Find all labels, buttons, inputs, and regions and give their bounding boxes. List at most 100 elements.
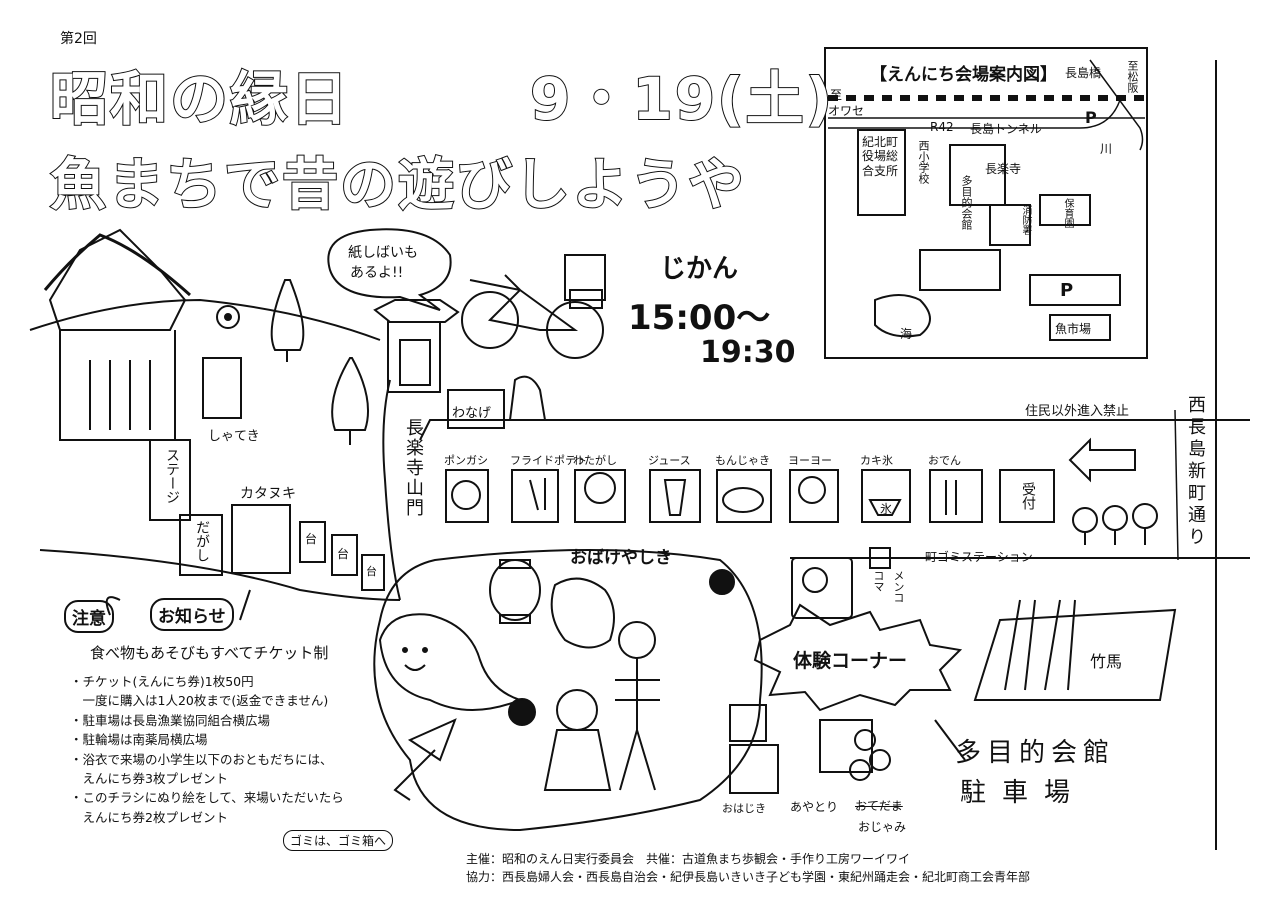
stall-label: もんじゃき bbox=[715, 454, 770, 467]
ghost-icon bbox=[550, 577, 615, 649]
stall-label: ジュース bbox=[648, 454, 691, 467]
lantern-icon bbox=[489, 559, 541, 624]
inset-map-frame bbox=[824, 47, 1148, 359]
ohajiki-label: おはじき bbox=[722, 802, 766, 815]
inset-label-bridge: 長島橋 bbox=[1065, 66, 1102, 80]
notice-tag-caution: 注意 bbox=[64, 600, 114, 633]
hall-line1: 多目的会館 bbox=[955, 738, 1116, 768]
gomi-station-label: 町ゴミステーション bbox=[925, 550, 1033, 564]
spider-icon bbox=[508, 698, 536, 726]
stall-row-drawing bbox=[445, 469, 1055, 523]
notice-item: ・駐輪場は南薬局横広場 bbox=[70, 732, 208, 748]
haunted-house-outline bbox=[373, 549, 763, 832]
stall-yoyo: ヨーヨー bbox=[788, 452, 832, 468]
stall-label: わたがし bbox=[573, 454, 617, 467]
time-end: 19:30 bbox=[700, 335, 796, 370]
koma-label: コマ bbox=[872, 570, 885, 592]
stall-oden: おでん bbox=[928, 452, 961, 468]
speech-bubble-shape bbox=[327, 228, 452, 311]
stall-label: カキ氷 bbox=[860, 454, 893, 467]
event-date: 9・19(土) bbox=[529, 64, 835, 134]
inset-label-owase: オワセ bbox=[828, 104, 865, 118]
page-subtitle: 魚まちで昔の遊びしようや bbox=[49, 152, 746, 219]
shateki-label: しゃてき bbox=[208, 429, 260, 444]
taiken-label: 体験コーナー bbox=[793, 650, 908, 672]
tree-icon bbox=[331, 357, 369, 445]
ghost-icon bbox=[378, 613, 523, 711]
wanage-label: わなげ bbox=[452, 406, 492, 421]
tree-icon bbox=[1072, 507, 1098, 545]
speech-bubble-line2: あるよ!! bbox=[350, 265, 404, 281]
stall-label: フライドポテト bbox=[510, 454, 587, 467]
inset-label-to: 至 bbox=[830, 88, 843, 102]
speech-bubble-line1: 紙しばいも bbox=[348, 245, 418, 261]
sanmon-label: 長楽寺山門 bbox=[403, 418, 424, 518]
ice-mark: 氷 bbox=[880, 502, 893, 516]
katanuki-label: カタヌキ bbox=[240, 486, 296, 502]
spider-icon bbox=[709, 569, 735, 595]
trash-notice: ゴミは、ゴミ箱へ bbox=[283, 830, 394, 851]
edition-label: 第2回 bbox=[60, 31, 97, 47]
inset-parking-1: P bbox=[1085, 108, 1097, 127]
notice-tag-info: お知らせ bbox=[150, 598, 234, 631]
dai-label-3: 台 bbox=[366, 565, 377, 578]
stage-label: ステージ bbox=[164, 448, 180, 504]
notice-item: えんにち券2枚プレゼント bbox=[70, 809, 228, 825]
notice-item: ・このチラシにぬり絵をして、来場いただいたら bbox=[70, 790, 344, 806]
tree-icon bbox=[270, 279, 305, 362]
ayatori-label: あやとり bbox=[790, 800, 839, 814]
notice-item: 一度に購入は1人20枚まで(返金できません) bbox=[70, 693, 329, 709]
inset-label-matsusaka: 至松阪 bbox=[1126, 60, 1139, 93]
street-label: 西長島新町通り bbox=[1185, 395, 1206, 549]
stall-pongashi: ポンガシ bbox=[444, 452, 488, 468]
inset-label-river: 川 bbox=[1100, 142, 1113, 156]
arrow-left-icon bbox=[1068, 437, 1136, 483]
stall-label: おでん bbox=[928, 454, 961, 467]
footer-organizer: 主催：昭和のえん日実行委員会 共催：古道魚まち歩観会・手作り工房ワーイワイ bbox=[466, 852, 911, 866]
ojami-label: おじゃみ bbox=[858, 820, 907, 834]
stall-fries: フライドポテト bbox=[510, 452, 587, 468]
stall-label: ポンガシ bbox=[444, 454, 488, 467]
page-title: 昭和の縁日 bbox=[49, 64, 351, 134]
stall-juice: ジュース bbox=[648, 452, 691, 468]
inset-label-fire: 消防署 bbox=[1020, 205, 1031, 235]
inset-label-town-office: 紀北町役場総合支所 bbox=[862, 135, 899, 178]
notice-item: ・浴衣で来場の小学生以下のおともだちには、 bbox=[70, 751, 333, 767]
dai-label-1: 台 bbox=[305, 532, 318, 546]
menko-label: メンコ bbox=[892, 570, 905, 603]
otedama-label: おてだま bbox=[855, 799, 903, 813]
inset-label-route: R42 bbox=[930, 120, 954, 134]
inset-label-childcare: 保育園 bbox=[1062, 198, 1073, 228]
inset-label-chorakuji: 長楽寺 bbox=[985, 162, 1022, 176]
monk-icon bbox=[543, 689, 612, 791]
time-start: 15:00〜 bbox=[628, 298, 771, 338]
dai-label-2: 台 bbox=[337, 547, 350, 561]
no-entry-label: 住民以外進入禁止 bbox=[1025, 404, 1130, 419]
inset-map-title: 【えんにち会場案内図】 bbox=[870, 65, 1057, 85]
gate-icon bbox=[373, 299, 460, 393]
stall-cotton-candy: わたがし bbox=[573, 452, 617, 468]
stall-label: ヨーヨー bbox=[788, 454, 832, 467]
uketsuke-label: 受付 bbox=[1020, 482, 1036, 510]
footer-cooperation: 協力：西長島婦人会・西長島自治会・紀伊長島いきいき子ども学園・東紀州踊走会・紀北… bbox=[466, 870, 1031, 884]
skeleton-icon bbox=[615, 621, 660, 791]
notice-main: 食べ物もあそびもすべてチケット制 bbox=[90, 644, 329, 662]
takeuma-label: 竹馬 bbox=[1090, 652, 1123, 671]
inset-label-sea: 海 bbox=[900, 327, 913, 341]
inset-label-school: 西小学校 bbox=[917, 140, 930, 184]
notice-list: ・チケット(えんにち券)1枚50円 一度に購入は1人20枚まで(返金できません)… bbox=[70, 672, 344, 827]
bicycle-icon bbox=[461, 254, 606, 359]
umbrella-ghost-icon bbox=[393, 718, 457, 801]
inset-label-fish-market: 魚市場 bbox=[1055, 322, 1092, 336]
taiken-burst bbox=[753, 603, 963, 712]
tree-icon bbox=[1132, 503, 1158, 545]
notice-item: ・駐車場は長島漁業協同組合横広場 bbox=[70, 712, 271, 728]
hall-line2: 駐車場 bbox=[960, 778, 1087, 808]
dagashi-label: だがし bbox=[194, 520, 210, 562]
stall-shaved-ice: カキ氷 bbox=[860, 452, 893, 468]
obake-label: おばけやしき bbox=[570, 548, 672, 568]
notice-item: ・チケット(えんにち券)1枚50円 bbox=[70, 674, 254, 689]
notice-item: えんにち券3枚プレゼント bbox=[70, 770, 228, 786]
inset-label-hall: 多目的会館 bbox=[960, 175, 973, 230]
